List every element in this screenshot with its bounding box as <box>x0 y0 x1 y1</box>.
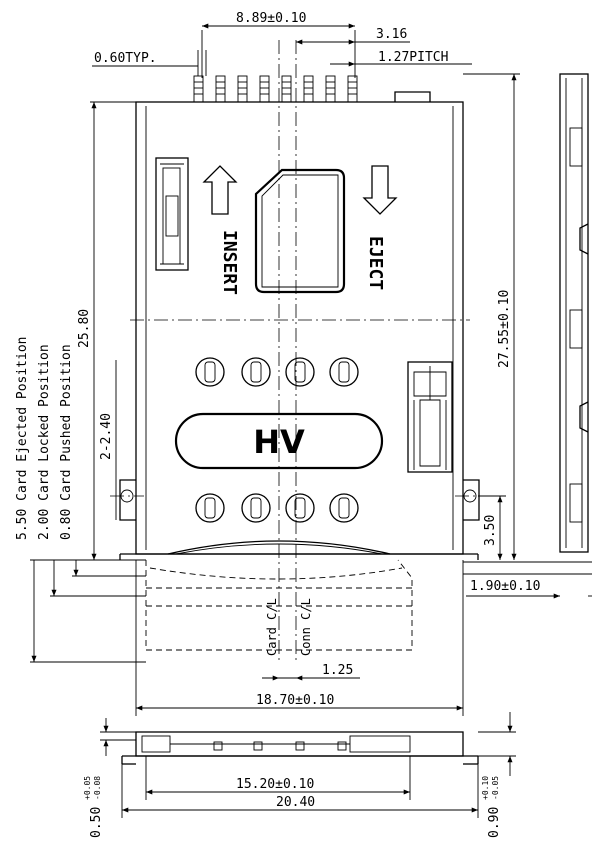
dim-thk-0-90-tol-up: +0.10 <box>481 776 490 800</box>
dim-thk-0-50: 0.50 <box>89 807 104 838</box>
dim-1-90: 1.90±0.10 <box>470 579 540 594</box>
dim-pin-span: 8.89±0.10 <box>236 11 306 26</box>
dim-25-80: 25.80 <box>77 309 92 348</box>
contact-window-slot <box>294 361 306 383</box>
contact-window <box>241 357 271 387</box>
dim-20-40: 20.40 <box>276 795 315 810</box>
dim-3-16: 3.16 <box>376 27 407 42</box>
pos-ejected: 5.50 Card Ejected Position <box>15 337 30 541</box>
dim-thk-0-90-tol-dn: -0.05 <box>491 776 500 800</box>
contact-pins <box>193 75 358 103</box>
dim-thk-0-50-tol-up: +0.05 <box>83 776 92 800</box>
contact-pin <box>347 75 358 103</box>
contact-window-slot <box>294 497 306 519</box>
contact-window <box>285 357 315 387</box>
contact-window-slot <box>338 497 350 519</box>
dim-pin-width: 0.60TYP. <box>94 51 157 66</box>
contact-window-slot <box>204 497 216 519</box>
contact-window-slot <box>250 497 262 519</box>
dim-18-70: 18.70±0.10 <box>256 693 334 708</box>
contact-window <box>241 493 271 523</box>
contact-windows-lower <box>195 493 359 523</box>
side-view <box>559 73 589 553</box>
brand-logo-text: HV <box>253 423 305 461</box>
dim-2-2-40: 2-2.40 <box>99 413 114 460</box>
center-lines <box>130 40 470 660</box>
contact-window <box>285 493 315 523</box>
dim-thk-0-90: 0.90 <box>487 807 502 838</box>
mounting-holes <box>110 479 489 521</box>
dimension-lines <box>30 23 592 818</box>
bottom-view <box>121 731 479 765</box>
contact-window-slot <box>338 361 350 383</box>
contact-windows-upper <box>195 357 359 387</box>
eject-label: EJECT <box>365 236 386 290</box>
contact-pin <box>325 75 336 103</box>
contact-window <box>329 357 359 387</box>
contact-pin <box>259 75 270 103</box>
dim-27-55: 27.55±0.10 <box>497 290 512 368</box>
contact-pin <box>281 75 292 103</box>
contact-pin <box>237 75 248 103</box>
push-pin-mechanism <box>155 157 189 271</box>
contact-pin <box>215 75 226 103</box>
card-cl-label: Card C/L <box>265 598 279 656</box>
contact-window-slot <box>250 361 262 383</box>
contact-window <box>195 493 225 523</box>
top-view-body <box>119 91 479 560</box>
sim-card-outline <box>254 168 346 294</box>
brand-badge <box>174 412 384 470</box>
eject-arrow-icon <box>362 165 398 215</box>
insert-label: INSERT <box>219 230 240 295</box>
contact-pin <box>193 75 204 103</box>
insert-arrow-icon <box>202 165 238 215</box>
contact-window-slot <box>204 361 216 383</box>
lock-latch <box>407 361 453 473</box>
dim-1-25: 1.25 <box>322 663 353 678</box>
pos-pushed: 0.80 Card Pushed Position <box>59 344 74 540</box>
card-ejected-outline <box>145 559 413 651</box>
pos-locked: 2.00 Card Locked Position <box>37 344 52 540</box>
contact-window <box>329 493 359 523</box>
dim-15-20: 15.20±0.10 <box>236 777 314 792</box>
conn-cl-label: Conn C/L <box>299 598 313 656</box>
dim-pitch: 1.27PITCH <box>378 50 448 65</box>
contact-pin <box>303 75 314 103</box>
contact-window <box>195 357 225 387</box>
dim-thk-0-50-tol-dn: -0.08 <box>93 776 102 800</box>
dim-3-50: 3.50 <box>483 515 498 546</box>
